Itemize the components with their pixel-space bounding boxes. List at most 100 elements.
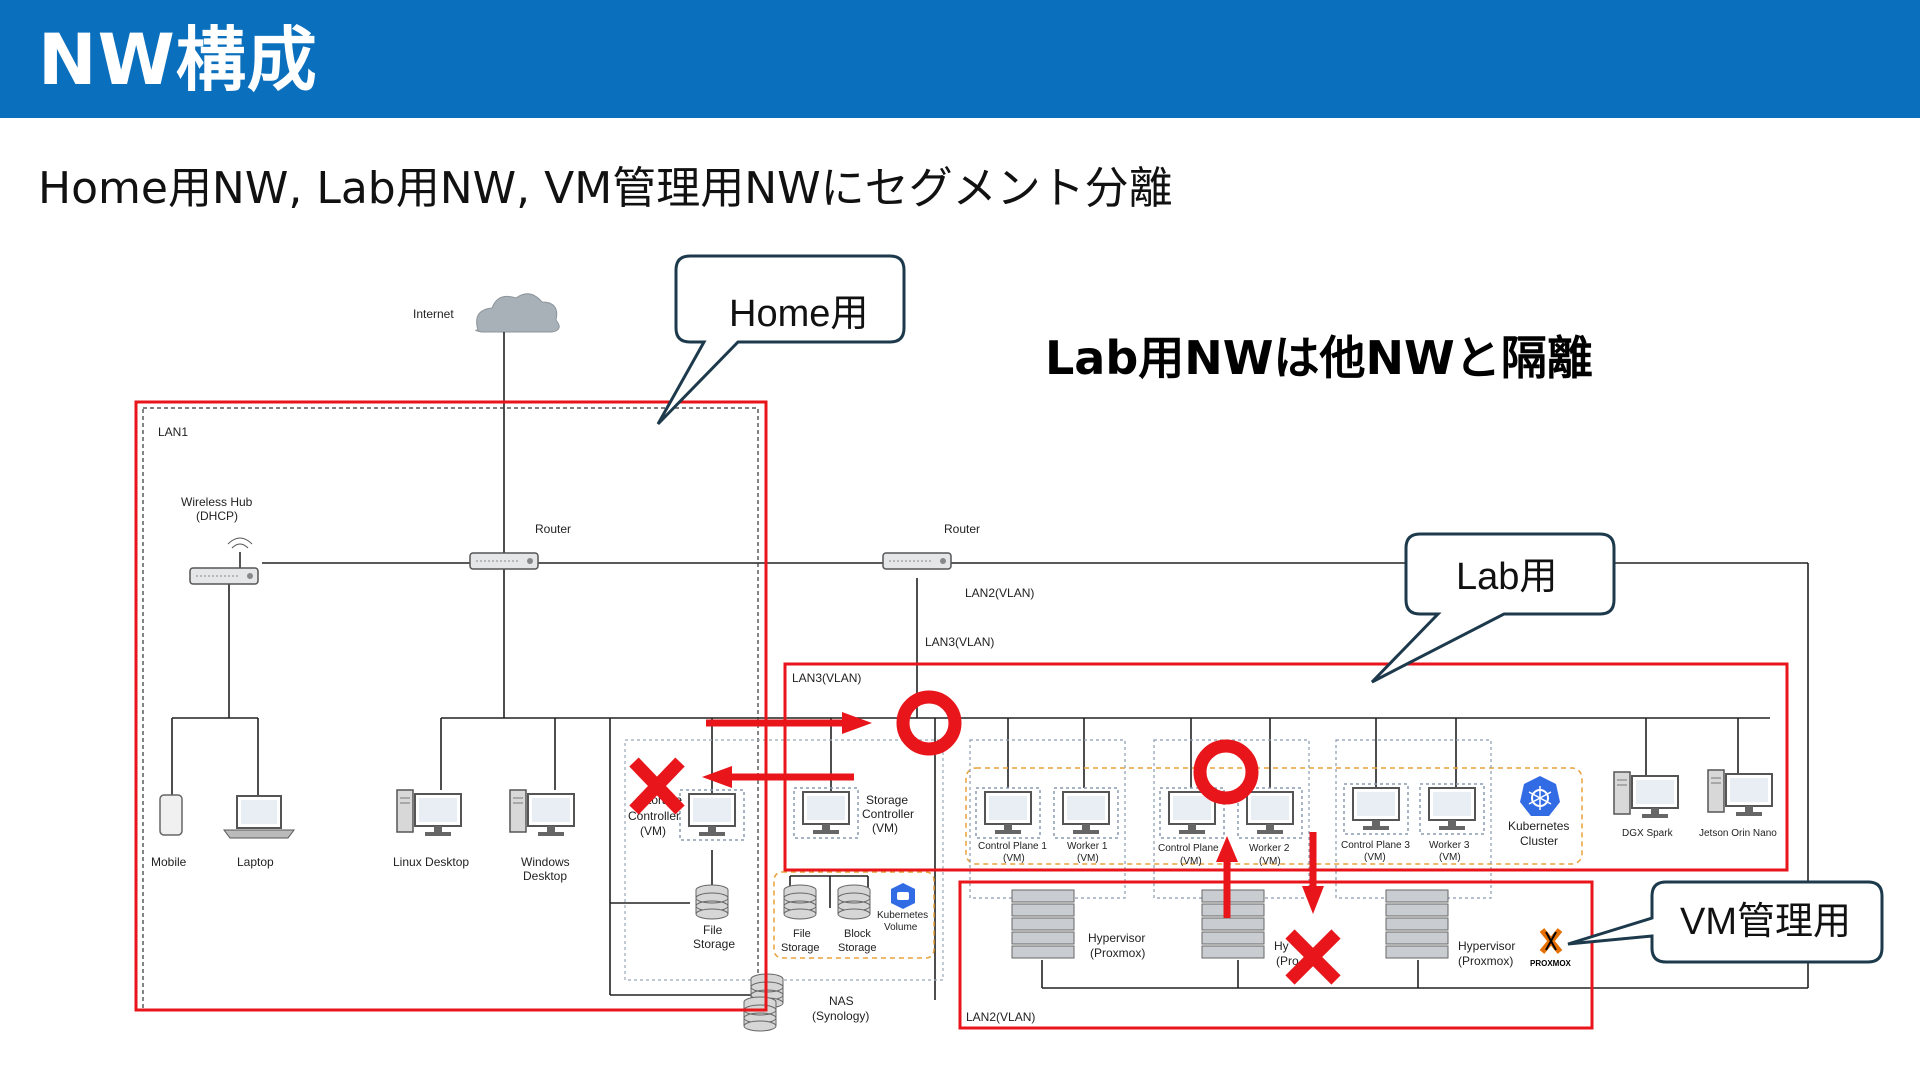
lan3-box-label: LAN3(VLAN) [792, 671, 861, 685]
kubernetes-volume-label: Kubernetes [877, 910, 928, 921]
windows-desktop-icon [509, 789, 575, 837]
jetson-label: Jetson Orin Nano [1699, 828, 1777, 839]
router-2-icon [882, 552, 952, 570]
allow-arrow-up [1216, 836, 1238, 918]
block-storage-icon [837, 884, 871, 920]
wireless-hub-icon [189, 537, 259, 585]
lab-callout [1370, 532, 1616, 684]
control-plane-3-sublabel: (VM) [1364, 852, 1386, 863]
allow-arrow-right [706, 712, 872, 734]
hypervisor-3-label: Hypervisor [1458, 939, 1515, 953]
storage-controller-2-label: Storage [866, 793, 908, 807]
worker-3-icon [1419, 783, 1485, 835]
block-arrow-left [702, 766, 854, 788]
dgx-spark-label: DGX Spark [1622, 828, 1674, 839]
deny-cross-mark-2 [1285, 929, 1341, 985]
control-plane-3-icon [1343, 783, 1409, 835]
allow-circle-mark-1 [896, 690, 962, 756]
control-plane-3-label: Control Plane 3 [1341, 840, 1410, 851]
file-storage-1-label: File [703, 923, 723, 937]
page-title: NW構成 [38, 19, 318, 101]
hypervisor-1-label: Hypervisor [1088, 931, 1145, 945]
storage-controller-1-label-2: Controller [628, 809, 680, 823]
windows-desktop-sublabel: Desktop [523, 869, 567, 883]
router-1-label: Router [535, 522, 571, 536]
kubernetes-cluster-icon [1520, 776, 1560, 816]
dgx-spark-icon [1613, 771, 1679, 819]
worker-2-label: Worker 2 [1249, 843, 1290, 854]
storage-controller-2-label-3: (VM) [872, 821, 898, 835]
nas-label: NAS [829, 994, 854, 1008]
internet-label: Internet [413, 307, 454, 321]
router-2-label: Router [944, 522, 980, 536]
worker-1-label: Worker 1 [1067, 841, 1108, 852]
internet-cloud-icon [475, 293, 560, 333]
control-plane-2-label: Control Plane [1158, 843, 1219, 854]
control-plane-2-sublabel: (VM) [1180, 856, 1202, 867]
windows-desktop-label: Windows [521, 855, 570, 869]
file-storage-1-sublabel: Storage [693, 937, 735, 951]
home-zone-highlight [134, 400, 768, 1012]
deny-cross-mark-1 [629, 757, 685, 815]
nas-icon [743, 973, 784, 1032]
mobile-icon [159, 794, 183, 836]
file-storage-2-icon [783, 884, 817, 920]
isolation-note: Lab用NWは他NWと隔離 [1045, 331, 1593, 385]
proxmox-logo-icon [1539, 928, 1563, 954]
hypervisor-2-label: Hy [1274, 939, 1289, 953]
lan1-label: LAN1 [158, 425, 188, 439]
kubernetes-volume-icon [891, 883, 915, 909]
nas-sublabel: (Synology) [812, 1009, 869, 1023]
k8s-cluster-zone [965, 767, 1583, 865]
storage-controller-1-icon [679, 789, 745, 841]
hypervisor-3-icon [1385, 889, 1449, 959]
storage-controller-1-label-3: (VM) [640, 824, 666, 838]
hypervisor-3-sublabel: (Proxmox) [1458, 954, 1513, 968]
allow-circle-mark-2 [1193, 739, 1259, 805]
kubernetes-cluster-sublabel: Cluster [1520, 834, 1558, 848]
control-plane-1-sublabel: (VM) [1003, 853, 1025, 864]
storage-zone [773, 871, 935, 959]
worker-1-sublabel: (VM) [1077, 853, 1099, 864]
vm-callout-text: VM管理用 [1680, 901, 1851, 943]
lan2-bottom-label: LAN2(VLAN) [966, 1010, 1035, 1024]
page-subtitle: Home用NW, Lab用NW, VM管理用NWにセグメント分離 [38, 163, 1173, 214]
kubernetes-cluster-label: Kubernetes [1508, 819, 1569, 833]
worker-3-label: Worker 3 [1429, 840, 1470, 851]
laptop-label: Laptop [237, 855, 274, 869]
jetson-icon [1707, 769, 1773, 817]
hypervisor-2-sublabel: (Pro [1276, 954, 1299, 968]
linux-desktop-label: Linux Desktop [393, 855, 469, 869]
hypervisor-2-icon [1201, 889, 1265, 959]
proxmox-logo-text: PROXMOX [1530, 959, 1572, 968]
wireless-hub-sublabel: (DHCP) [196, 509, 238, 523]
hypervisor-1-icon [1011, 889, 1075, 959]
router-1-icon [469, 552, 539, 570]
mobile-label: Mobile [151, 855, 187, 869]
control-plane-1-label: Control Plane 1 [978, 841, 1047, 852]
file-storage-2-sublabel: Storage [781, 942, 820, 954]
block-storage-label: Block [844, 928, 871, 940]
vm-callout [1567, 880, 1884, 964]
lab-zone-highlight [783, 662, 1789, 872]
laptop-icon [223, 795, 295, 839]
storage-controller-2-icon [793, 787, 859, 839]
wireless-hub-label: Wireless Hub [181, 495, 253, 509]
worker-3-sublabel: (VM) [1439, 852, 1461, 863]
worker-1-icon [1053, 787, 1119, 839]
control-plane-1-icon [975, 787, 1041, 839]
home-callout [656, 254, 906, 426]
lan3-top-label: LAN3(VLAN) [925, 635, 994, 649]
file-storage-1-icon [695, 884, 729, 920]
vm-zone-highlight [958, 880, 1594, 1030]
home-callout-text: Home用 [729, 293, 868, 335]
hypervisor-1-sublabel: (Proxmox) [1090, 946, 1145, 960]
kubernetes-volume-sublabel: Volume [884, 922, 918, 933]
block-arrow-down [1302, 832, 1324, 914]
block-storage-sublabel: Storage [838, 942, 877, 954]
lan2-top-label: LAN2(VLAN) [965, 586, 1034, 600]
lab-callout-text: Lab用 [1456, 556, 1557, 598]
storage-controller-2-label-2: Controller [862, 807, 914, 821]
file-storage-2-label: File [793, 928, 811, 940]
